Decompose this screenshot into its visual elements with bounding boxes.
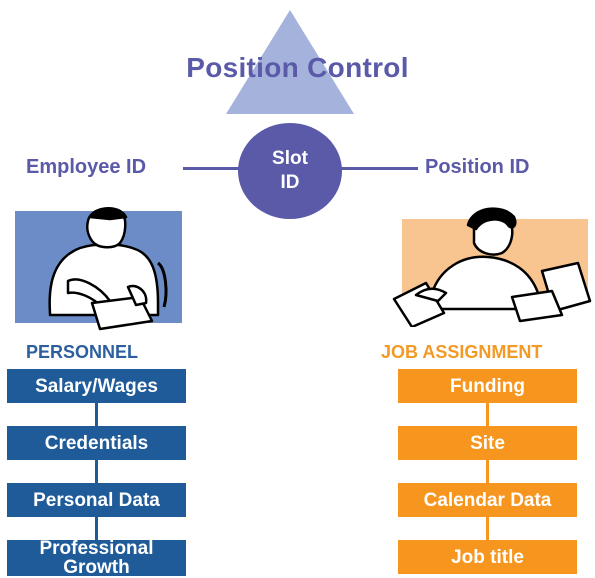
person-with-laptop-clipart	[392, 207, 592, 327]
employee-id-label: Employee ID	[26, 156, 147, 178]
slot-id-circle: Slot ID	[238, 123, 342, 219]
personnel-item-personal-data: Personal Data	[7, 483, 186, 517]
slot-id-line2: ID	[280, 172, 300, 193]
employee-id-connector	[183, 167, 240, 170]
position-id-label: Position ID	[425, 156, 530, 178]
job-item-site: Site	[398, 426, 577, 460]
job-connector	[486, 403, 489, 543]
triangle-shape	[226, 10, 354, 114]
person-at-desk-clipart	[48, 207, 168, 331]
personnel-heading: PERSONNEL	[26, 342, 139, 362]
slot-id-line1: Slot	[272, 148, 308, 169]
diagram-title: Position Control	[186, 52, 409, 83]
personnel-connector	[95, 403, 98, 543]
job-item-job-title: Job title	[398, 540, 577, 574]
job-item-calendar-data: Calendar Data	[398, 483, 577, 517]
professional-growth-line2: Growth	[63, 557, 130, 578]
personnel-item-professional-growth: Professional Growth	[7, 538, 186, 578]
position-id-connector	[340, 167, 418, 170]
job-item-funding: Funding	[398, 369, 577, 403]
job-assignment-heading: JOB ASSIGNMENT	[381, 342, 543, 362]
professional-growth-line1: Professional	[39, 538, 154, 559]
personnel-item-credentials: Credentials	[7, 426, 186, 460]
personnel-item-salary-wages: Salary/Wages	[7, 369, 186, 403]
